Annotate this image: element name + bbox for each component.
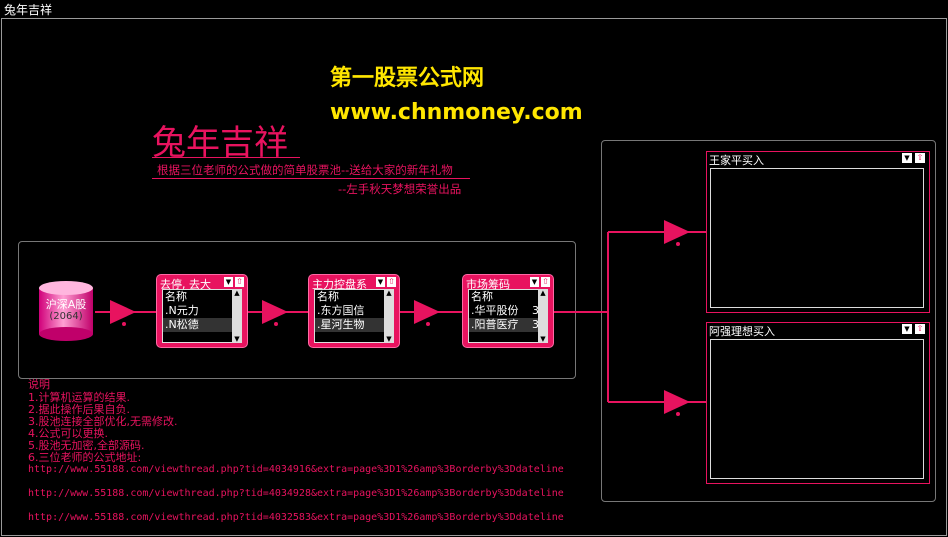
pipeline-panel bbox=[18, 241, 576, 379]
list-item-value: 3 bbox=[532, 318, 539, 331]
scroll-down-icon[interactable]: ▼ bbox=[234, 335, 240, 343]
arrow-icon bbox=[110, 300, 136, 324]
pool-controls: ▼ ⇧ bbox=[902, 153, 926, 164]
output-pool-2[interactable]: 阿强理想买入 ▼ ⇧ bbox=[706, 322, 930, 484]
node-controls: ▼ ⇧ bbox=[376, 277, 396, 288]
up-arrow-icon[interactable]: ⇧ bbox=[915, 153, 925, 163]
arrow-icon bbox=[664, 220, 690, 244]
scroll-up-icon[interactable]: ▲ bbox=[234, 289, 240, 297]
scroll-down-icon[interactable]: ▼ bbox=[540, 335, 546, 343]
list-item-value: 3 bbox=[532, 304, 539, 317]
up-arrow-icon[interactable]: ⇧ bbox=[387, 277, 396, 287]
site-url[interactable]: www.chnmoney.com bbox=[330, 100, 583, 125]
arrow-icon bbox=[414, 300, 440, 324]
source-count: (2064) bbox=[49, 311, 83, 322]
scrollbar[interactable]: ▲ ▼ bbox=[538, 289, 548, 343]
source-label: 沪深A股 bbox=[45, 298, 87, 311]
note-line: 3.股池连接全部优化,无需修改. bbox=[28, 415, 178, 428]
list-column-header: 名称 bbox=[317, 290, 339, 303]
list-item[interactable]: .N松德 bbox=[163, 318, 235, 332]
note-line: 2.据此操作后果自负. bbox=[28, 403, 130, 416]
formula-link[interactable]: http://www.55188.com/viewthread.php?tid=… bbox=[28, 464, 564, 475]
node-controls: ▼ ⇧ bbox=[224, 277, 244, 288]
dropdown-icon[interactable]: ▼ bbox=[902, 153, 912, 163]
flow-arrows bbox=[110, 220, 690, 414]
arrow-icon bbox=[262, 300, 288, 324]
dropdown-icon[interactable]: ▼ bbox=[376, 277, 385, 287]
dropdown-icon[interactable]: ▼ bbox=[902, 324, 912, 334]
list-column-header: 名称 bbox=[471, 290, 493, 303]
note-line: 4.公式可以更换. bbox=[28, 427, 108, 440]
list-column-header: 名称 bbox=[165, 290, 187, 303]
window-frame bbox=[1, 18, 947, 536]
list-item[interactable]: .东方国信 bbox=[317, 304, 365, 317]
scrollbar[interactable]: ▲ ▼ bbox=[232, 289, 242, 343]
stock-list[interactable]: 名称 .N元力 .N松德 bbox=[162, 289, 236, 343]
node-title: 市场筹码 bbox=[466, 278, 510, 291]
dropdown-icon[interactable]: ▼ bbox=[530, 277, 539, 287]
site-name: 第一股票公式网 bbox=[330, 66, 485, 91]
scroll-up-icon[interactable]: ▲ bbox=[386, 289, 392, 297]
subtitle-underline bbox=[152, 178, 470, 179]
output-panel bbox=[601, 140, 936, 502]
node-title: 去停, 去大 bbox=[160, 278, 211, 291]
source-database[interactable]: 沪深A股 (2064) bbox=[37, 280, 95, 342]
up-arrow-icon[interactable]: ⇧ bbox=[915, 324, 925, 334]
formula-link[interactable]: http://www.55188.com/viewthread.php?tid=… bbox=[28, 512, 564, 523]
filter-node-2[interactable]: 主力控盘系 ▼ ⇧ 名称 .东方国信 .星河生物 ▲ ▼ bbox=[309, 275, 399, 347]
node-controls: ▼ ⇧ bbox=[530, 277, 550, 288]
filter-node-3[interactable]: 市场筹码 ▼ ⇧ 名称 .华平股份 3 .阳普医疗 3 ▲ ▼ bbox=[463, 275, 553, 347]
up-arrow-icon[interactable]: ⇧ bbox=[541, 277, 550, 287]
formula-link[interactable]: http://www.55188.com/viewthread.php?tid=… bbox=[28, 488, 564, 499]
list-item-name: .华平股份 bbox=[471, 304, 519, 317]
output-pool-title: 王家平买入 bbox=[709, 154, 764, 167]
pool-controls: ▼ ⇧ bbox=[902, 324, 926, 335]
list-item-name: .阳普医疗 bbox=[471, 318, 519, 331]
headline-title: 兔年吉祥 bbox=[152, 123, 288, 163]
dropdown-icon[interactable]: ▼ bbox=[224, 277, 233, 287]
scroll-up-icon[interactable]: ▲ bbox=[540, 289, 546, 297]
note-line: 6.三位老师的公式地址: bbox=[28, 451, 142, 464]
headline-subtitle: 根据三位老师的公式做的简单股票池--送给大家的新年礼物 bbox=[157, 163, 453, 177]
filter-node-1[interactable]: 去停, 去大 ▼ ⇧ 名称 .N元力 .N松德 ▲ ▼ bbox=[157, 275, 247, 347]
list-item[interactable]: .星河生物 bbox=[315, 318, 387, 332]
note-line: 1.计算机运算的结果. bbox=[28, 391, 130, 404]
stock-list[interactable]: 名称 .东方国信 .星河生物 bbox=[314, 289, 388, 343]
notes-heading: 说明 bbox=[28, 378, 50, 391]
list-item[interactable]: .华平股份 3 bbox=[469, 304, 541, 318]
window-title: 兔年吉祥 bbox=[4, 3, 53, 17]
output-pool-1[interactable]: 王家平买入 ▼ ⇧ bbox=[706, 151, 930, 313]
output-list[interactable] bbox=[710, 168, 924, 308]
output-list[interactable] bbox=[710, 339, 924, 479]
headline-credit: --左手秋天梦想荣誉出品 bbox=[338, 182, 462, 196]
node-title: 主力控盘系 bbox=[312, 278, 367, 291]
up-arrow-icon[interactable]: ⇧ bbox=[235, 277, 244, 287]
stock-list[interactable]: 名称 .华平股份 3 .阳普医疗 3 bbox=[468, 289, 542, 343]
note-line: 5.股池无加密,全部源码. bbox=[28, 439, 145, 452]
database-icon bbox=[39, 281, 93, 341]
scrollbar[interactable]: ▲ ▼ bbox=[384, 289, 394, 343]
list-item[interactable]: .N元力 bbox=[165, 304, 199, 317]
output-pool-title: 阿强理想买入 bbox=[709, 325, 775, 338]
scroll-down-icon[interactable]: ▼ bbox=[386, 335, 392, 343]
arrow-icon bbox=[664, 390, 690, 414]
headline-underline bbox=[152, 157, 300, 158]
list-item[interactable]: .阳普医疗 3 bbox=[469, 318, 541, 332]
